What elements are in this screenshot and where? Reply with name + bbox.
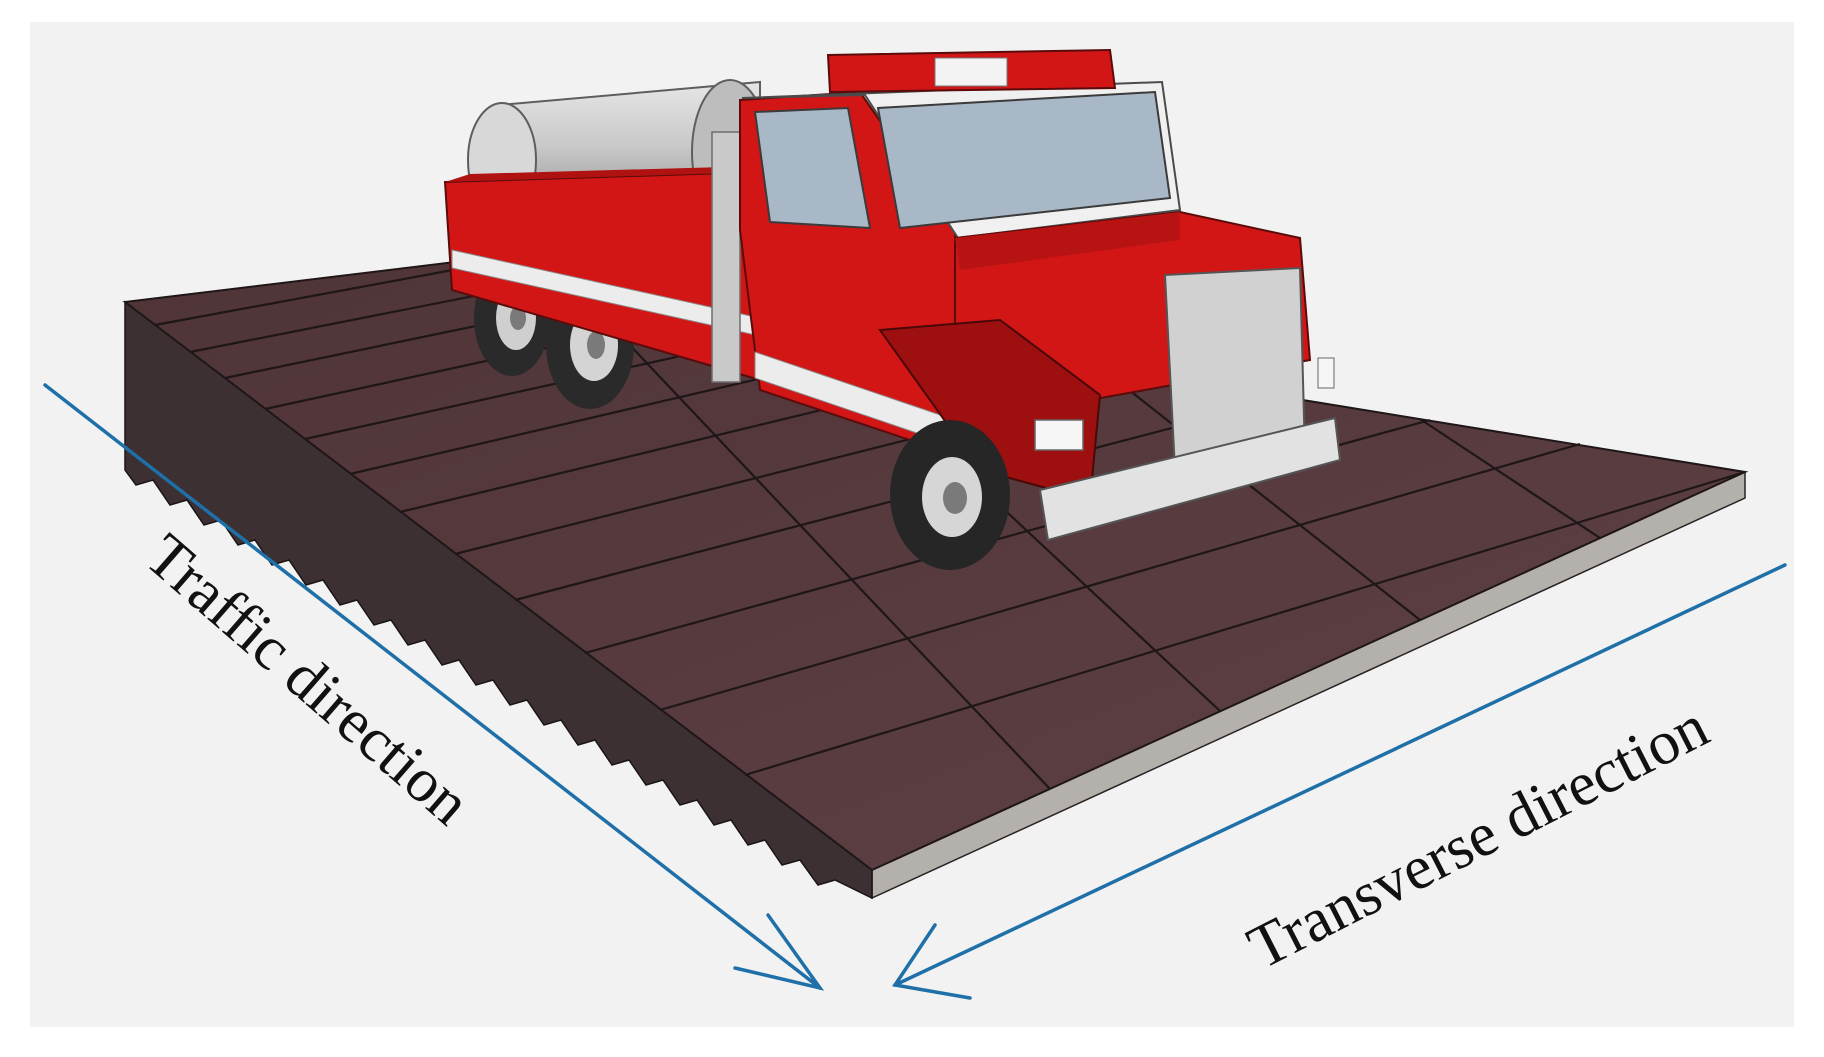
truck-cab: [739, 48, 1182, 457]
roof-light-bar: [826, 48, 1117, 94]
side-window: [753, 106, 872, 230]
fire-tanker-truck: [443, 48, 1342, 570]
slab-left-edge: [124, 300, 873, 900]
traffic-direction-arrow: [43, 383, 825, 991]
side-marker-light: [1317, 357, 1335, 389]
transverse-direction-arrow: [892, 563, 1787, 1000]
headlight: [1034, 419, 1084, 451]
front-bumper: [1038, 416, 1342, 542]
truck-body: [443, 131, 761, 383]
front-wheel: [890, 420, 1010, 570]
windshield: [876, 90, 1172, 230]
